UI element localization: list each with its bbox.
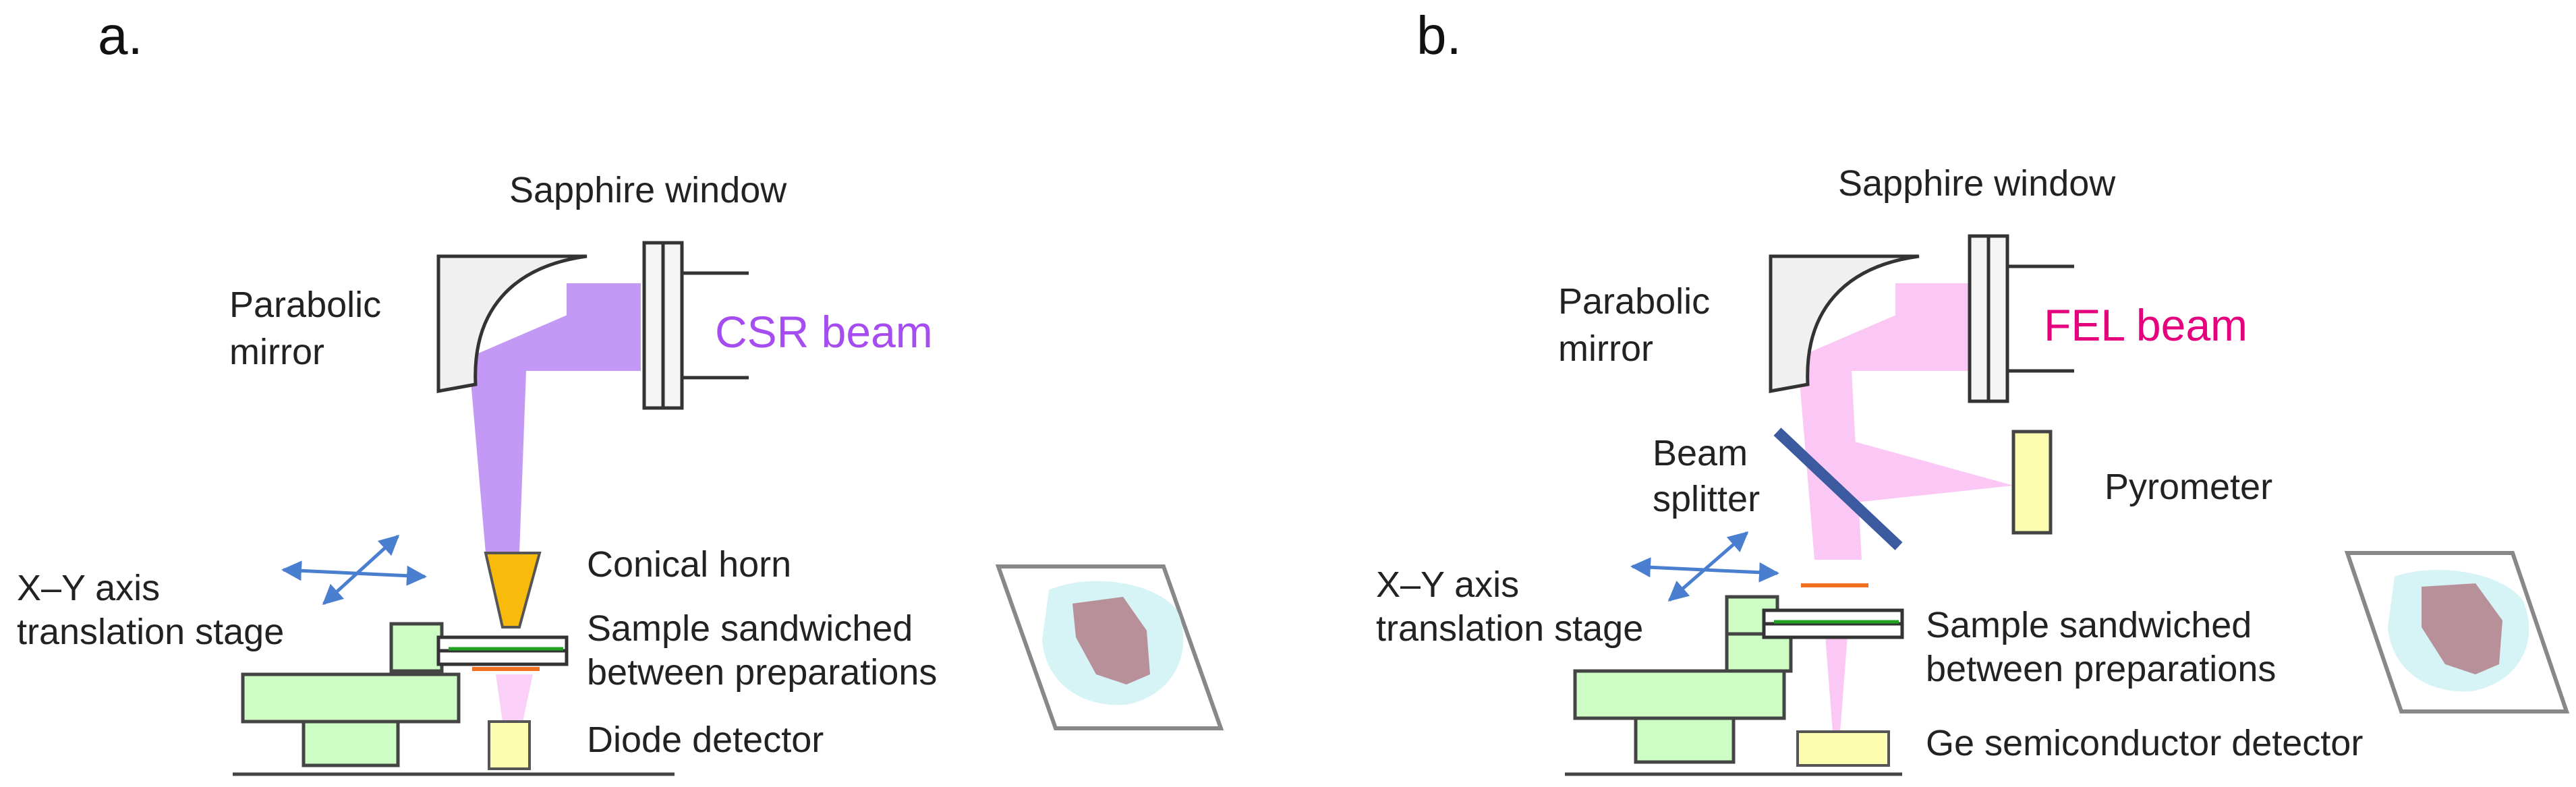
beam-splitter	[1773, 428, 1903, 550]
beam-splitter-label-line1: Beam	[1653, 433, 1748, 473]
diode-detector-label: Diode detector	[587, 720, 824, 760]
sample-slide-b	[2344, 551, 2570, 713]
pyrometer	[2011, 430, 2053, 535]
sample-slide-a	[995, 564, 1224, 730]
parabolic-label-a-line2: mirror	[229, 332, 324, 372]
sample-label-a-line2: between preparations	[587, 652, 937, 693]
panel-a-label: a.	[98, 5, 143, 65]
fel-beam-lower	[1825, 627, 1848, 732]
sapphire-window	[642, 241, 749, 410]
sample-label-a-line1: Sample sandwiched	[587, 608, 913, 649]
xy-stage-label-a-line1: X–Y axis	[17, 568, 160, 608]
fel-beam-horizontal	[1895, 283, 1970, 371]
parabolic-mirror-b	[1769, 254, 1920, 393]
diode-detector	[488, 720, 531, 770]
panel-b: b. Sapphire window Parabolic mirror FEL …	[1376, 5, 2570, 776]
sapphire-window-label-a: Sapphire window	[509, 170, 787, 210]
xy-stage-label-b-line1: X–Y axis	[1376, 564, 1519, 605]
csr-beam-horizontal	[567, 283, 641, 371]
beam-splitter-label-line2: splitter	[1653, 479, 1760, 519]
conical-horn	[484, 552, 542, 629]
xy-arrows-b	[1630, 531, 1779, 602]
sample-label-b-line2: between preparations	[1926, 649, 2276, 689]
panel-b-label: b.	[1416, 5, 1462, 65]
sample-holder-b	[1762, 608, 1904, 639]
translation-stage-b	[1573, 595, 1793, 764]
fel-beam-label: FEL beam	[2044, 300, 2248, 350]
translation-stage-a	[241, 622, 461, 767]
parabolic-mirror	[436, 254, 588, 393]
xy-stage-label-a-line2: translation stage	[17, 612, 284, 652]
xy-stage-label-b-line2: translation stage	[1376, 608, 1643, 649]
parabolic-label-b-line1: Parabolic	[1558, 281, 1710, 322]
sapphire-window-b	[1968, 234, 2074, 403]
pyrometer-label: Pyrometer	[2105, 467, 2272, 507]
conical-horn-label: Conical horn	[587, 544, 791, 585]
ge-detector-label: Ge semiconductor detector	[1926, 723, 2363, 763]
xy-arrows-a	[281, 534, 427, 606]
parabolic-label-a-line1: Parabolic	[229, 285, 381, 325]
panel-a: a. Sapphire window Parabolic mirror CSR …	[17, 5, 1224, 776]
csr-beam-lower	[496, 674, 533, 722]
sample-label-b-line1: Sample sandwiched	[1926, 605, 2252, 645]
fel-beam-split	[1855, 442, 2013, 502]
ge-detector	[1796, 730, 1890, 767]
parabolic-label-b-line2: mirror	[1558, 328, 1653, 369]
sapphire-window-label-b: Sapphire window	[1838, 163, 2116, 204]
csr-beam-label: CSR beam	[715, 307, 933, 357]
sample-holder-a	[436, 635, 569, 666]
